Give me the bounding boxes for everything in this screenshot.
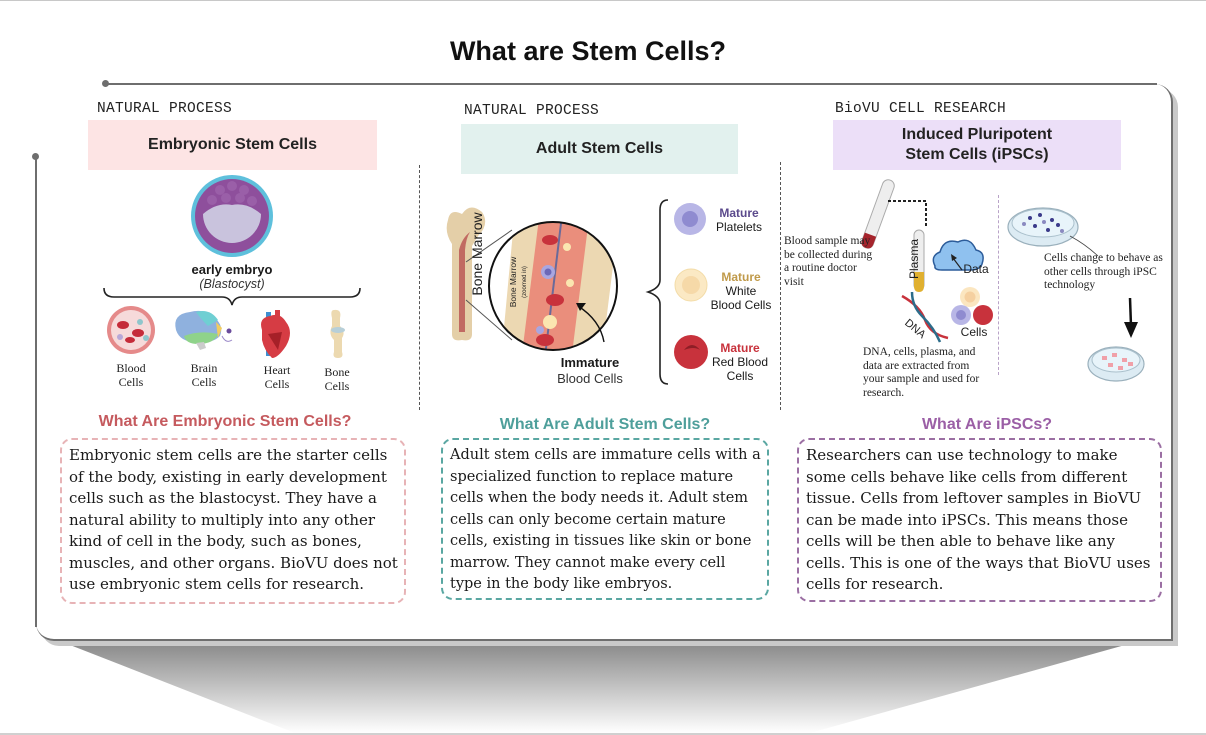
blood-tube-icon bbox=[861, 179, 895, 249]
blastocyst-icon bbox=[191, 175, 273, 257]
cloud-data-icon bbox=[932, 239, 984, 271]
card-left-dot bbox=[32, 153, 39, 160]
heart-cells-icon bbox=[261, 310, 290, 358]
platelet-icon bbox=[674, 203, 706, 235]
adult-kicker: NATURAL PROCESS bbox=[464, 103, 600, 119]
cells-icon bbox=[951, 287, 993, 325]
embryonic-heading: Embryonic Stem Cells bbox=[148, 136, 317, 153]
white-blood-cell-icon bbox=[674, 268, 708, 302]
embryo-sublabel: (Blastocyst) bbox=[199, 277, 265, 291]
column-divider-1 bbox=[419, 165, 420, 410]
petri-dish-pink-icon bbox=[1087, 346, 1145, 382]
card-top-border bbox=[105, 83, 1157, 85]
card-top-dot bbox=[102, 80, 109, 87]
data-label: Data bbox=[963, 262, 989, 276]
card-left-border bbox=[35, 157, 37, 627]
blood-cells-icon bbox=[107, 306, 155, 354]
ipsc-kicker: BioVU CELL RESEARCH bbox=[835, 101, 1007, 117]
plasma-tube-icon bbox=[913, 229, 925, 292]
transform-arrow-icon bbox=[1124, 297, 1138, 338]
embryonic-heading-box: Embryonic Stem Cells bbox=[88, 120, 377, 170]
bottom-rule bbox=[0, 733, 1206, 735]
red-blood-cell-icon bbox=[674, 335, 708, 369]
page-title: What are Stem Cells? bbox=[449, 36, 727, 66]
embryonic-description: Embryonic stem cells are the starter cel… bbox=[60, 438, 406, 604]
ipsc-question: What Are iPSCs? bbox=[921, 416, 1053, 433]
adult-description: Adult stem cells are immature cells with… bbox=[441, 438, 769, 600]
brace-embryonic bbox=[103, 287, 361, 306]
blood-sample-text: Blood sample may be collected during a r… bbox=[784, 235, 873, 288]
embryonic-kicker: NATURAL PROCESS bbox=[97, 101, 233, 117]
adult-heading-box: Adult Stem Cells bbox=[461, 124, 738, 174]
ipsc-description: Researchers can use technology to make s… bbox=[797, 438, 1162, 602]
column-divider-2 bbox=[780, 162, 781, 410]
change-text: Cells change to behave as other cells th… bbox=[1044, 252, 1163, 291]
embryo-label: early embryo bbox=[191, 262, 273, 277]
immature-label: Immature bbox=[560, 355, 620, 370]
immature-sublabel: Blood Cells bbox=[557, 371, 623, 386]
plasma-label: Plasma bbox=[907, 239, 921, 280]
petri-dish-blue-icon bbox=[1007, 207, 1099, 257]
femur-icon bbox=[446, 207, 486, 341]
top-rule bbox=[0, 0, 1206, 1]
ipsc-inner-divider bbox=[998, 195, 999, 375]
cells-label: Cells bbox=[960, 325, 988, 339]
bone-cells-icon bbox=[330, 309, 345, 358]
adult-heading: Adult Stem Cells bbox=[535, 140, 664, 157]
brain-cells-icon bbox=[175, 310, 233, 350]
bone-marrow-zoom-icon bbox=[488, 221, 618, 351]
adult-question: What Are Adult Stem Cells? bbox=[499, 416, 711, 433]
tube-connector bbox=[888, 200, 927, 226]
extract-text: DNA, cells, plasma, and data are extract… bbox=[863, 346, 980, 399]
brace-adult bbox=[645, 199, 669, 385]
dna-icon bbox=[901, 291, 949, 343]
embryonic-question: What Are Embryonic Stem Cells? bbox=[98, 413, 352, 430]
